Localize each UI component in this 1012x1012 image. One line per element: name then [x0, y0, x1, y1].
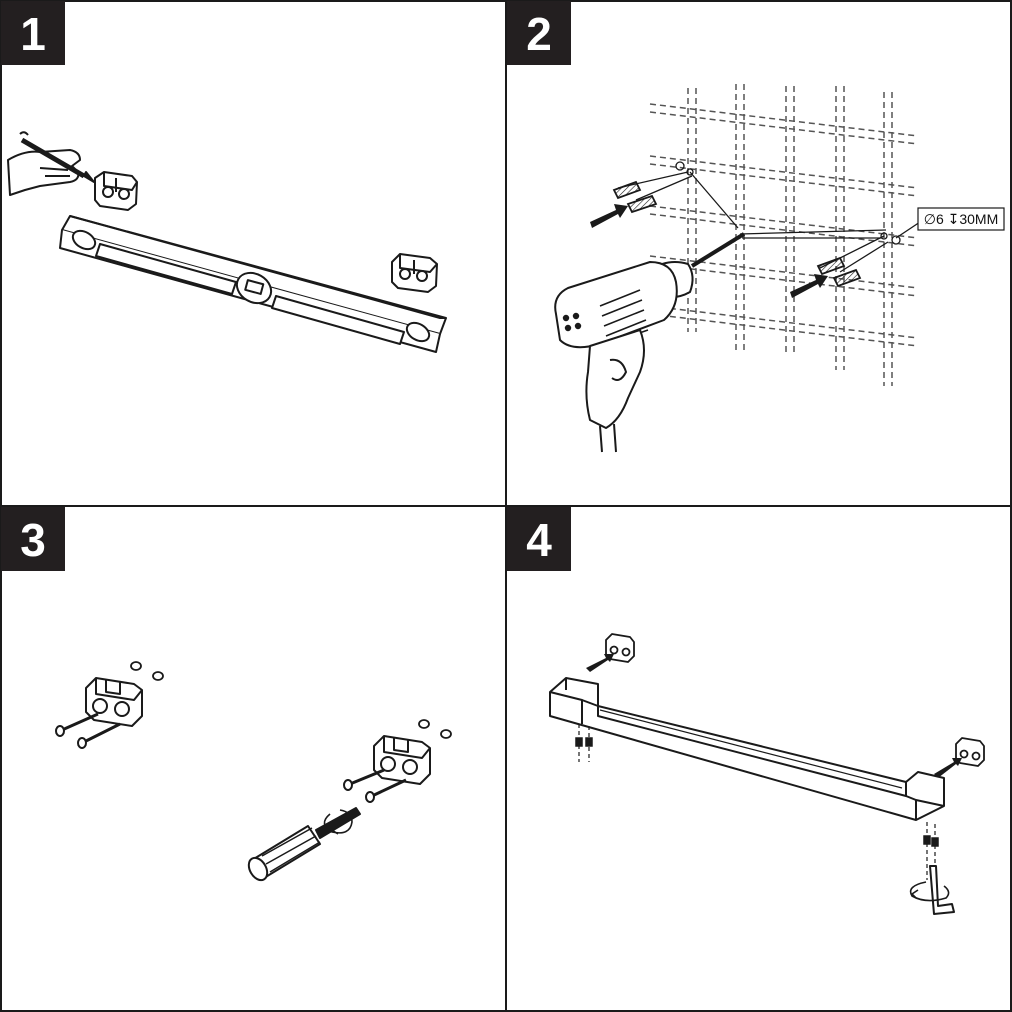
step-number-2: 2: [526, 8, 552, 60]
panel-step-4: 4: [507, 507, 985, 915]
mounting-bracket-icon: [373, 735, 431, 785]
set-screw-guide: [578, 724, 590, 762]
wall-tile-grid: [649, 84, 919, 386]
mounting-bracket-icon: [94, 171, 138, 211]
wall-plug-icon: [612, 180, 862, 288]
towel-bar-icon: [549, 677, 945, 821]
step-badge-4: 4: [507, 507, 571, 571]
step-number-4: 4: [526, 514, 552, 566]
washer-icon: [130, 661, 164, 681]
screw-icon: [343, 768, 407, 803]
panel-step-2: 2: [507, 1, 1005, 453]
step-number-3: 3: [20, 514, 46, 566]
screwdriver-icon: [247, 807, 361, 882]
drill-icon: [554, 232, 746, 453]
rotate-icon: [323, 809, 353, 835]
mounting-bracket-icon: [391, 253, 438, 293]
mounting-bracket-icon: [955, 737, 985, 767]
drill-guide-lines: [617, 161, 921, 273]
arrow-icon: [934, 758, 962, 778]
pen-hand-icon: [7, 131, 95, 196]
hex-key-icon: [929, 865, 955, 915]
arrow-icon: [590, 204, 828, 298]
drill-spec-label: ∅6 ↧30MM: [917, 207, 1005, 231]
set-screw-icon: [923, 835, 939, 847]
panel-step-1: 1: [1, 1, 447, 353]
set-screw-guide: [926, 822, 936, 880]
step-number-1: 1: [20, 8, 46, 60]
mounting-bracket-icon: [85, 677, 143, 727]
step-badge-3: 3: [1, 507, 65, 571]
drill-spec-text: ∅6 ↧30MM: [924, 211, 999, 227]
step-badge-1: 1: [1, 1, 65, 65]
screw-icon: [55, 712, 121, 749]
washer-icon: [418, 719, 452, 739]
panel-step-3: 3: [1, 507, 452, 882]
rotate-icon: [909, 881, 950, 902]
spirit-level-icon: [59, 215, 447, 353]
step-badge-2: 2: [507, 1, 571, 65]
arrow-icon: [586, 654, 614, 672]
